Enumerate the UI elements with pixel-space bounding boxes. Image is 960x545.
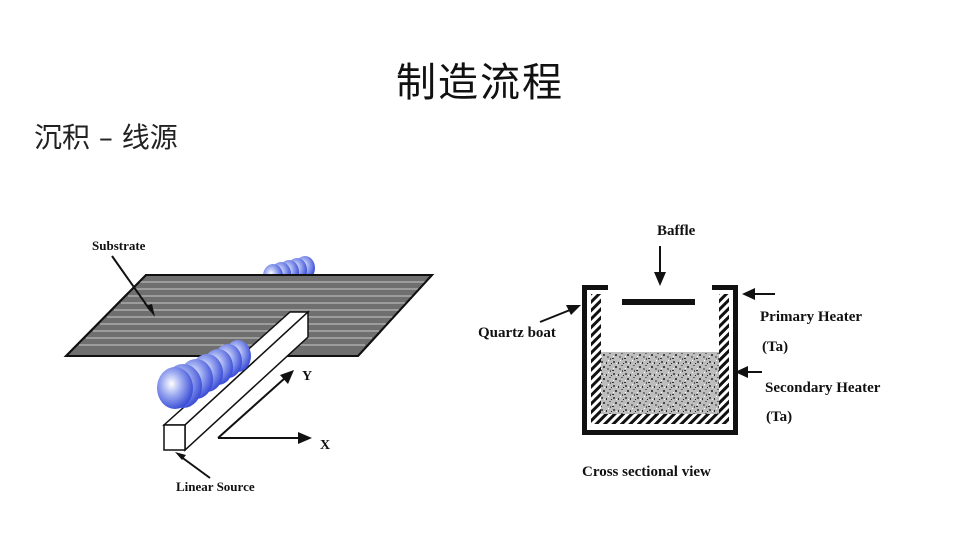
heater-frame (582, 285, 738, 435)
quartz-boat (591, 294, 729, 424)
substrate-plate (63, 274, 435, 357)
cross-section-caption: Cross sectional view (582, 464, 711, 480)
page-subtitle: 沉积 – 线源 (34, 121, 178, 154)
baffle-arrow (654, 246, 666, 286)
leader-lines (111, 255, 211, 479)
primary-heater-label: Primary Heater (760, 309, 862, 325)
cross-section-diagram: Baffle Quartz boat Primary Heater (Ta) S… (478, 223, 881, 480)
secondary-heater-label: Secondary Heater (765, 380, 881, 396)
linear-source-label: Linear Source (176, 479, 255, 494)
x-axis-label: X (320, 438, 330, 453)
axes (217, 370, 312, 444)
substrate-label: Substrate (92, 238, 146, 253)
y-axis-label: Y (302, 369, 312, 384)
quartz-boat-label: Quartz boat (478, 325, 556, 341)
linear-source-diagram: Substrate Linear Source X Y (63, 238, 435, 494)
page-title: 制造流程 (396, 60, 564, 106)
vapor-plume-front (157, 340, 251, 409)
source-material (601, 352, 719, 414)
baffle-plate (622, 299, 695, 305)
secondary-heater-material: (Ta) (766, 409, 792, 425)
primary-heater-material: (Ta) (762, 339, 788, 355)
baffle-label: Baffle (657, 223, 696, 239)
side-arrows (539, 288, 775, 378)
